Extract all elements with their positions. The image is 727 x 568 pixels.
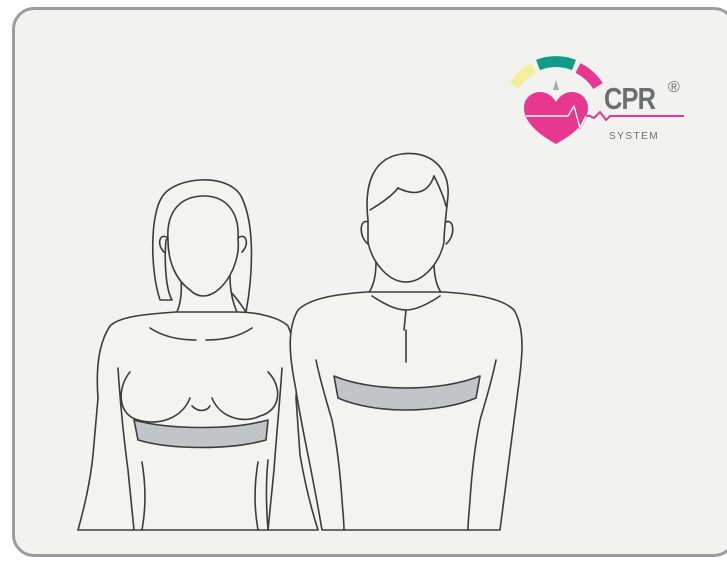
male-head: [367, 153, 448, 282]
heart-icon: [524, 92, 588, 144]
female-figure: [78, 180, 318, 530]
heart-gauge-icon: [508, 56, 688, 156]
gauge-segment-teal: [538, 62, 574, 65]
gauge-segment-yellow: [514, 68, 534, 86]
cpr-system-logo: CPR ® SYSTEM: [508, 56, 688, 156]
logo-registered-mark: ®: [668, 80, 680, 96]
male-torso: [290, 292, 522, 530]
gauge-segment-magenta: [578, 68, 598, 86]
logo-tagline: SYSTEM: [609, 132, 659, 142]
gauge-pointer-icon: [553, 80, 559, 90]
logo-name: CPR: [604, 83, 655, 114]
male-figure: [290, 153, 522, 530]
female-torso: [78, 312, 318, 530]
